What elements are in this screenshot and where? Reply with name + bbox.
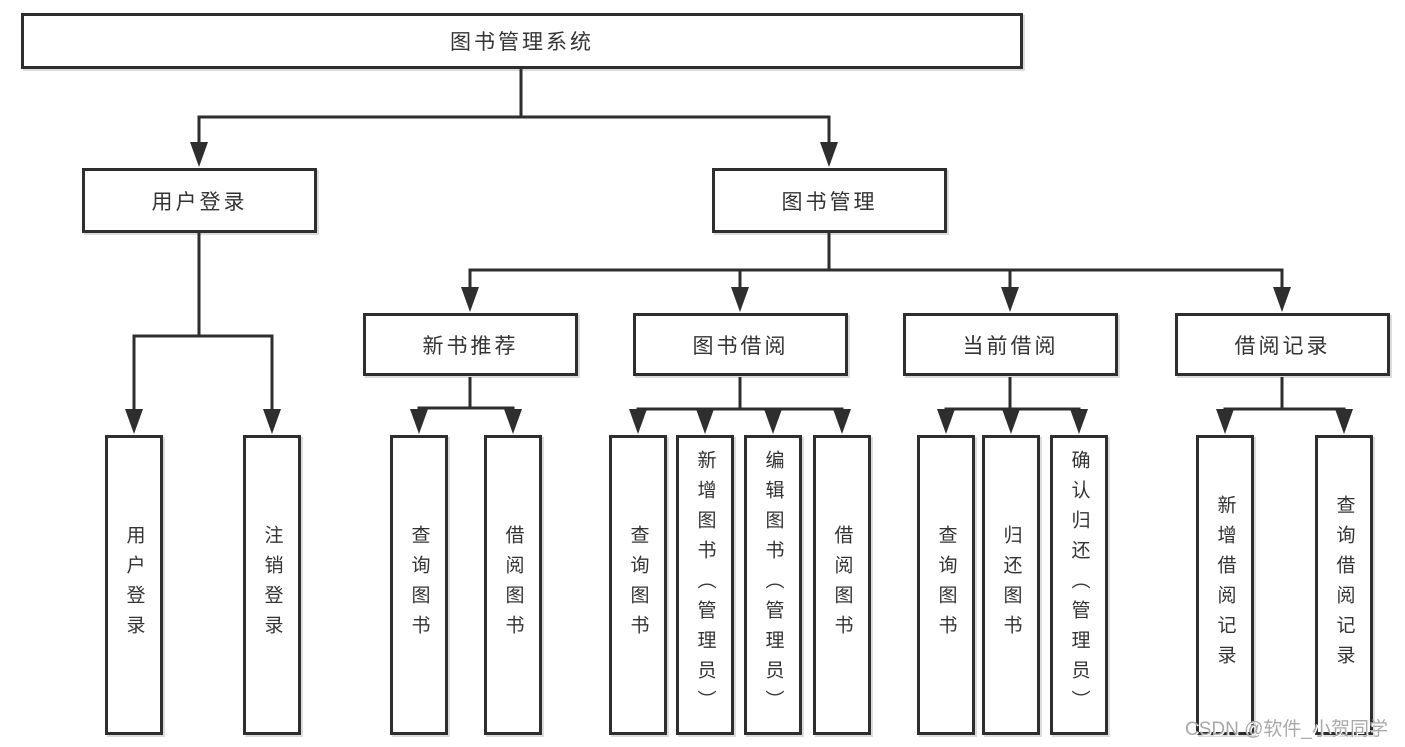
node-leaf-bb-edit-books-admin: 编辑图书（管理员） bbox=[744, 435, 802, 735]
node-user-login-label: 用户登录 bbox=[151, 190, 248, 214]
node-borrowing-records: 借阅记录 bbox=[1175, 313, 1390, 376]
node-leaf-cb-return-books: 归还图书 bbox=[982, 435, 1040, 735]
node-leaf-br-add-record: 新增借阅记录 bbox=[1196, 435, 1254, 735]
node-leaf-bb-query-books: 查询图书 bbox=[609, 435, 667, 735]
node-root-system: 图书管理系统 bbox=[21, 13, 1023, 69]
node-book-management: 图书管理 bbox=[712, 168, 947, 233]
node-leaf-bb-borrow-books: 借阅图书 bbox=[813, 435, 871, 735]
node-book-management-label: 图书管理 bbox=[781, 190, 878, 214]
node-root-label: 图书管理系统 bbox=[450, 31, 594, 54]
csdn-watermark: CSDN @软件_小贺同学 bbox=[1185, 719, 1388, 740]
node-leaf-user-login: 用户登录 bbox=[105, 435, 163, 735]
node-leaf-nb-borrow-books: 借阅图书 bbox=[484, 435, 542, 735]
node-user-login: 用户登录 bbox=[82, 168, 317, 233]
node-leaf-cb-query-books: 查询图书 bbox=[917, 435, 975, 735]
node-book-borrowing: 图书借阅 bbox=[633, 313, 848, 376]
node-leaf-br-query-record: 查询借阅记录 bbox=[1315, 435, 1373, 735]
node-leaf-nb-query-books: 查询图书 bbox=[390, 435, 448, 735]
node-leaf-bb-add-books-admin: 新增图书（管理员） bbox=[676, 435, 734, 735]
node-new-book-recommend: 新书推荐 bbox=[363, 313, 578, 376]
node-leaf-logout: 注销登录 bbox=[243, 435, 301, 735]
node-current-borrowing: 当前借阅 bbox=[903, 313, 1118, 376]
node-leaf-cb-confirm-return-admin: 确认归还（管理员） bbox=[1050, 435, 1108, 735]
